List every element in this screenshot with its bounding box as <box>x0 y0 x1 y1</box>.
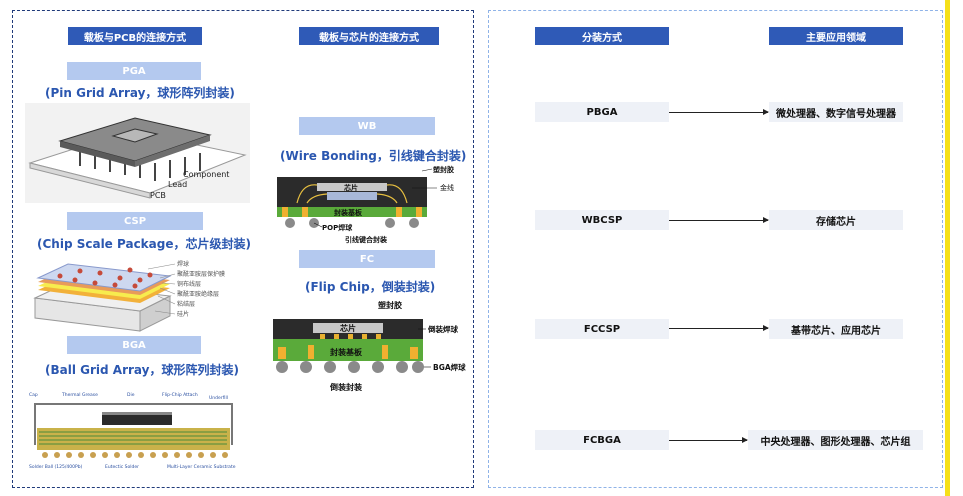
arrow-fcbga <box>669 437 748 443</box>
fc-substrate-text: 封装基板 <box>330 347 363 357</box>
bga-cap-text: Cap <box>29 392 38 398</box>
pga-subtitle: (Pin Grid Array，球形阵列封装) <box>45 86 235 100</box>
header-application: 主要应用领域 <box>769 27 903 45</box>
pga-pcb-text: PCB <box>150 191 166 200</box>
csp-layer-6: 硅片 <box>177 310 189 318</box>
bga-label: BGA <box>67 336 201 354</box>
header-board-chip: 载板与芯片的连接方式 <box>299 27 439 45</box>
fc-subtitle: (Flip Chip，倒装封装) <box>305 280 436 294</box>
wb-caption-text: 引线键合封装 <box>345 235 387 244</box>
application-fcbga: 中央处理器、图形处理器、芯片组 <box>748 430 923 450</box>
wb-gold-text: 金线 <box>440 183 454 192</box>
csp-label: CSP <box>67 212 203 230</box>
csp-layer-5: 粘结层 <box>177 300 195 308</box>
arrow-pbga <box>669 109 769 115</box>
wb-label: WB <box>299 117 435 135</box>
bga-eutectic-text: Eutectic Solder <box>105 464 139 470</box>
bga-substrate-text: Multi-Layer Ceramic Substrate <box>167 464 236 470</box>
bga-thermal-text: Thermal Grease <box>61 392 98 398</box>
left-panel <box>12 10 474 488</box>
csp-diagram: 焊球 聚酰亚胺层保护膜 铜布线层 聚酰亚胺绝缘层 粘结层 硅片 <box>33 260 225 332</box>
bga-underfill-text: Underfill <box>209 395 228 401</box>
fc-caption-text: 倒装封装 <box>329 382 362 392</box>
bga-flipchip-text: Flip-Chip Attach <box>162 392 198 398</box>
fc-diagram: 塑封胶 芯片 倒装焊球 封装基板 BGA焊球 倒装封装 <box>273 300 466 392</box>
bga-die-text: Die <box>127 392 135 398</box>
package-type-fcbga: FCBGA <box>535 430 669 450</box>
wb-mold-text: 塑封胶 <box>433 165 454 174</box>
application-wbcsp: 存储芯片 <box>769 210 903 230</box>
pga-component-text: Component <box>183 170 229 179</box>
pga-lead-text: Lead <box>168 180 187 189</box>
package-type-wbcsp: WBCSP <box>535 210 669 230</box>
csp-layer-3: 铜布线层 <box>177 280 201 288</box>
arrow-fccsp <box>669 325 769 331</box>
fc-label: FC <box>299 250 435 268</box>
application-pbga: 微处理器、数字信号处理器 <box>769 102 903 122</box>
right-panel <box>488 10 943 488</box>
fc-bump-text: 倒装焊球 <box>427 324 458 334</box>
header-board-pcb: 载板与PCB的连接方式 <box>68 27 202 45</box>
fc-mold-text: 塑封胶 <box>378 300 402 310</box>
pga-label: PGA <box>67 62 201 80</box>
wb-diagram: 芯片 封装基板 塑封胶 金线 POP焊球 引线键合封装 <box>277 165 454 244</box>
csp-subtitle: (Chip Scale Package，芯片级封装) <box>37 237 251 251</box>
csp-layer-1: 焊球 <box>177 260 189 268</box>
wb-subtitle: (Wire Bonding，引线键合封装) <box>280 149 467 163</box>
package-type-pbga: PBGA <box>535 102 669 122</box>
application-fccsp: 基带芯片、应用芯片 <box>769 319 903 339</box>
wb-substrate-text: 封装基板 <box>334 208 363 217</box>
package-type-fccsp: FCCSP <box>535 319 669 339</box>
csp-layer-4: 聚酰亚胺绝缘层 <box>177 290 219 298</box>
wb-pop-text: POP焊球 <box>322 223 353 232</box>
pga-diagram: Component Lead PCB <box>25 103 250 203</box>
bga-solderball-text: Solder Ball (125/400Pb) <box>29 464 83 470</box>
fc-bga-text: BGA焊球 <box>433 362 466 372</box>
arrow-wbcsp <box>669 217 769 223</box>
wb-chip-text: 芯片 <box>344 183 358 192</box>
header-package-type: 分装方式 <box>535 27 669 45</box>
bga-diagram: Cap Thermal Grease Die Flip-Chip Attach … <box>29 392 236 470</box>
csp-layer-2: 聚酰亚胺层保护膜 <box>177 270 225 278</box>
accent-bar <box>945 0 950 496</box>
fc-chip-text: 芯片 <box>340 323 356 333</box>
bga-subtitle: (Ball Grid Array，球形阵列封装) <box>45 363 239 377</box>
